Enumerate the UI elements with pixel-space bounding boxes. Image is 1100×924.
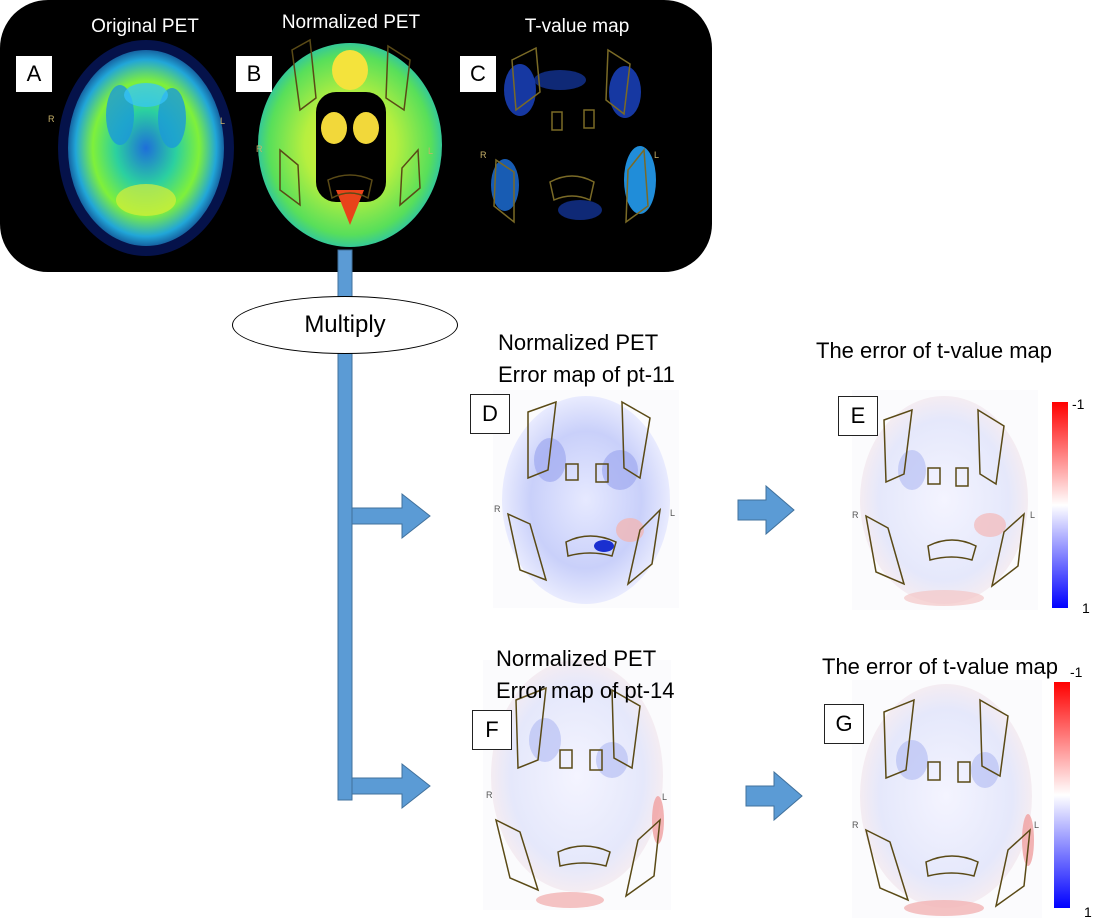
brain-image-t-error-row1: [852, 390, 1038, 610]
label-d: D: [470, 394, 510, 434]
side-marker-right-b: R: [256, 144, 263, 154]
brain-image-original-pet: [58, 40, 234, 256]
brain-image-error-map-pt11: [493, 390, 679, 608]
colorbar-row2-top-label: -1: [1070, 664, 1083, 680]
label-a: A: [16, 56, 52, 92]
label-f: F: [472, 710, 512, 750]
colorbar-row1: [1052, 402, 1068, 608]
brain-image-t-value-map: [478, 45, 662, 245]
title-row1-t-error: The error of t-value map: [816, 338, 1052, 363]
side-marker-right-a: R: [48, 114, 55, 124]
title-row2-t-error: The error of t-value map: [822, 654, 1058, 679]
caption-row1-line1: Normalized PET: [498, 330, 659, 355]
colorbar-row1-top-label: -1: [1072, 396, 1085, 412]
title-original-pet: Original PET: [91, 16, 199, 37]
arrow-row2-f-to-g: [745, 770, 803, 822]
label-c: C: [460, 56, 496, 92]
side-marker-left-g: L: [1034, 820, 1040, 830]
colorbar-row1-bottom-label: 1: [1082, 600, 1090, 616]
brain-image-error-map-pt14: [483, 660, 671, 910]
caption-row1-line2: Error map of pt-11: [498, 362, 675, 387]
side-marker-right-f: R: [486, 790, 493, 800]
caption-row2-line2: Error map of pt-14: [496, 678, 675, 703]
arrow-to-row1: [351, 492, 431, 540]
brain-image-t-error-row2: [852, 680, 1042, 918]
side-marker-right-g: R: [852, 820, 859, 830]
side-marker-left-e: L: [1030, 510, 1036, 520]
label-b: B: [236, 56, 272, 92]
multiply-node: Multiply: [232, 296, 458, 354]
side-marker-left-d: L: [670, 508, 676, 518]
arrow-to-row2: [351, 762, 431, 810]
brain-image-normalized-pet: [258, 38, 442, 247]
side-marker-left-a: L: [220, 116, 226, 126]
caption-row2-line1: Normalized PET: [496, 646, 657, 671]
title-normalized-pet: Normalized PET: [281, 12, 421, 33]
side-marker-left-f: L: [662, 792, 668, 802]
label-g: G: [824, 704, 864, 744]
arrow-row1-d-to-e: [737, 484, 795, 536]
title-t-value-map: T-value map: [524, 16, 630, 37]
side-marker-right-c: R: [480, 150, 487, 160]
side-marker-left-c: L: [654, 150, 660, 160]
side-marker-right-d: R: [494, 504, 501, 514]
colorbar-row2-bottom-label: 1: [1084, 904, 1092, 920]
side-marker-right-e: R: [852, 510, 859, 520]
colorbar-row2: [1054, 682, 1070, 908]
side-marker-left-b: L: [428, 146, 434, 156]
label-e: E: [838, 396, 878, 436]
